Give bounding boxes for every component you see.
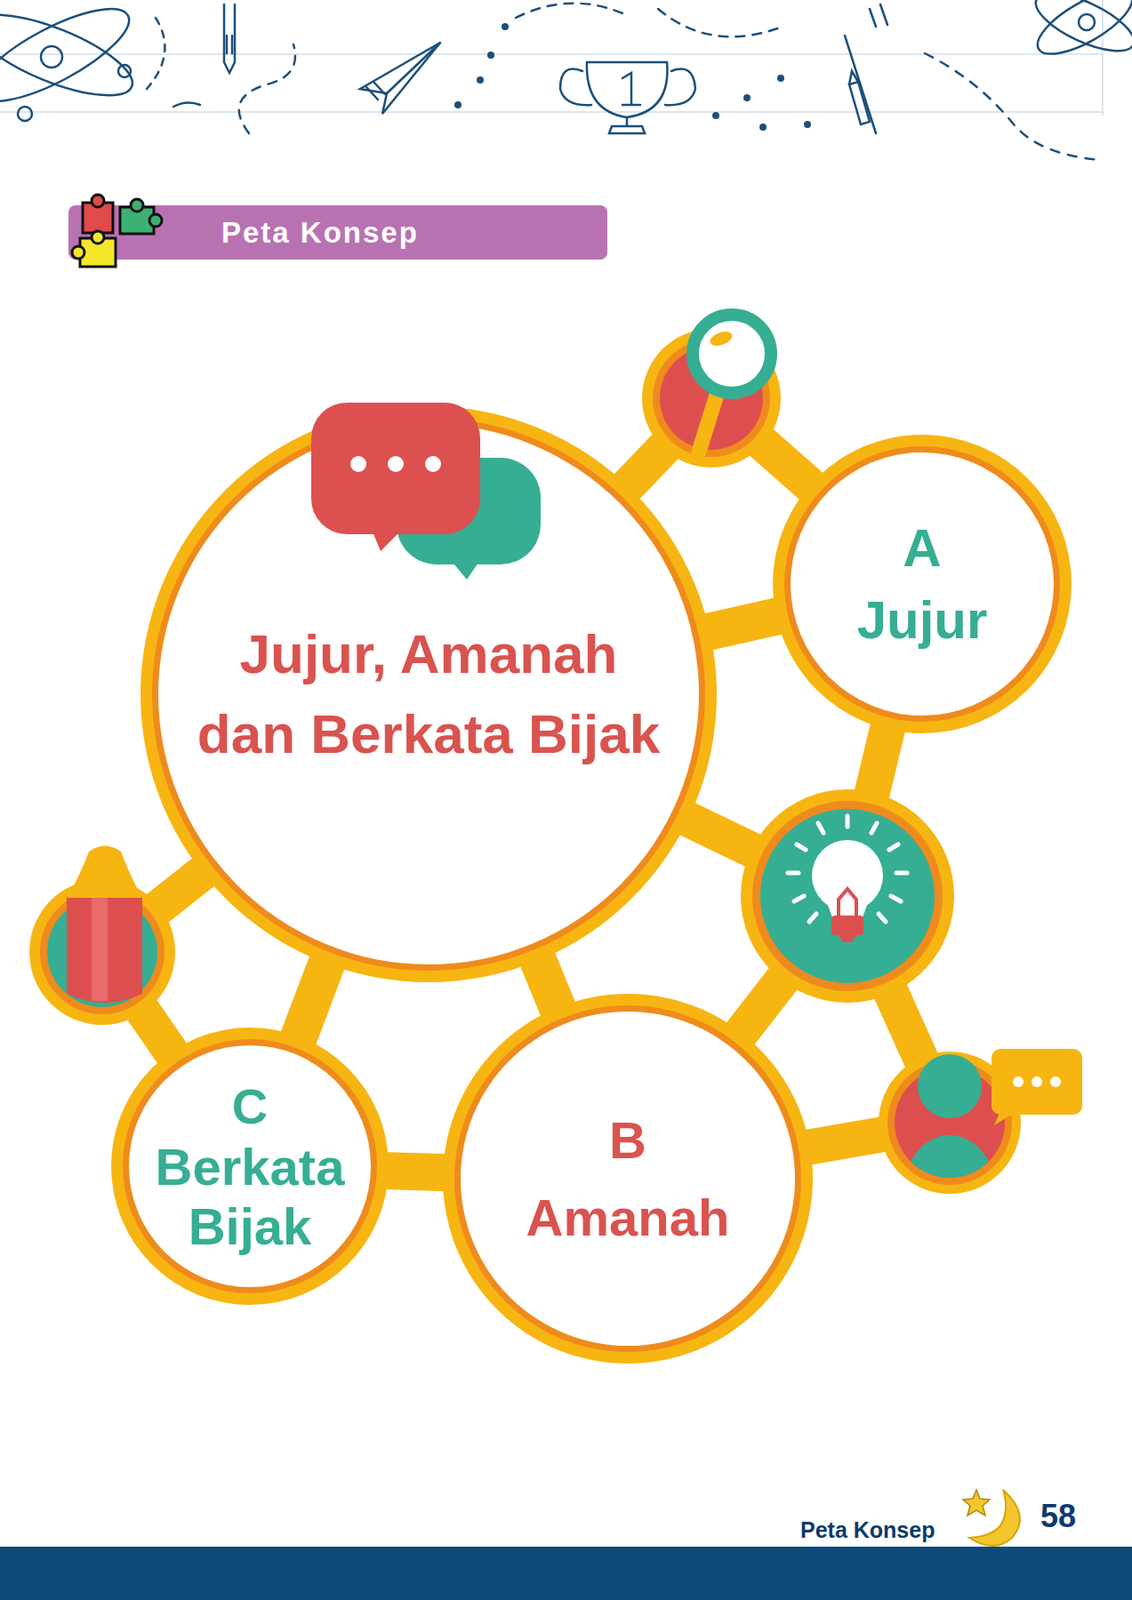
circle-outline (772, 434, 1072, 734)
title-text: Peta Konsep (221, 205, 419, 260)
pencil-icon (29, 846, 176, 1027)
node-content: BAmanah (442, 994, 813, 1365)
node-letter: B (609, 1101, 647, 1180)
puzzle-icon (72, 194, 162, 267)
concept-circle: CBerkata Bijak (111, 1027, 389, 1306)
node-content: CBerkata Bijak (111, 1027, 389, 1306)
lightbulb-icon (740, 789, 955, 1004)
connector-band (297, 958, 329, 1042)
concept-circle: AJujur (772, 434, 1072, 734)
node-letter: C (232, 1075, 268, 1139)
node-label: Jujur, Amanah dan Berkata Bijak (188, 614, 669, 775)
connector-band (536, 955, 560, 1013)
node-label: Amanah (526, 1179, 731, 1257)
node-label: Berkata Bijak (138, 1138, 362, 1257)
node-label: Jujur (857, 584, 988, 657)
node-letter: A (902, 512, 941, 585)
magnifier-icon (642, 314, 781, 468)
connector-band (704, 615, 782, 633)
footer-label: Peta Konsep (800, 1517, 935, 1544)
moon-star-icon (963, 1490, 1020, 1547)
footer-bar (0, 1547, 1132, 1600)
concept-circle: BAmanah (442, 994, 813, 1365)
person-icon (878, 1049, 1083, 1239)
circle-outline (442, 994, 813, 1365)
speech-bubbles (311, 402, 541, 580)
connector-band (383, 1171, 449, 1173)
node-content: AJujur (772, 434, 1072, 734)
page-number: 58 (1040, 1498, 1076, 1536)
